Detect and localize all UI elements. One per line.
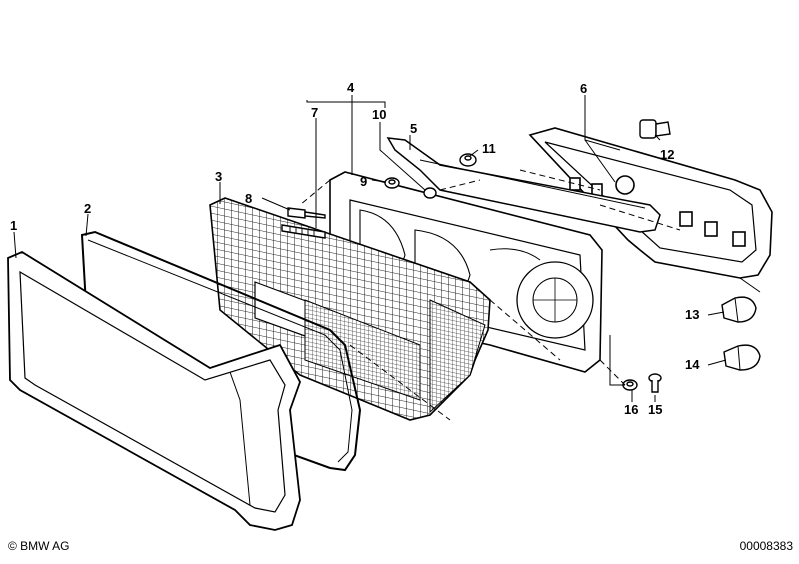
callout-2: 2	[84, 201, 91, 216]
part-10-washer	[423, 187, 437, 199]
callout-16: 16	[624, 402, 638, 417]
part-16-clip	[622, 379, 638, 391]
callout-1: 1	[10, 218, 17, 233]
part-13-bulb	[721, 296, 757, 323]
callout-8: 8	[245, 191, 252, 206]
callout-6: 6	[580, 81, 587, 96]
part-14-bulb	[723, 344, 761, 371]
callout-13: 13	[685, 307, 699, 322]
callout-10: 10	[372, 107, 386, 122]
part-6-housing	[528, 127, 773, 279]
leader-lines	[13, 95, 761, 421]
part-11-nut	[459, 153, 477, 167]
part-12-socket	[639, 119, 671, 139]
part-15-screw	[648, 373, 662, 393]
callout-11: 11	[482, 141, 496, 156]
part-7-screw	[281, 224, 326, 239]
callout-labels: 1 2 3 4 5 6 7 8 9 10 11 12 13 14 15 16	[10, 80, 700, 417]
callout-5: 5	[410, 121, 417, 136]
part-5-bracket	[386, 137, 661, 233]
diagram-code: 00008383	[739, 539, 793, 553]
callout-3: 3	[215, 169, 222, 184]
callout-9: 9	[360, 174, 367, 189]
callout-14: 14	[685, 357, 700, 372]
callout-12: 12	[660, 147, 674, 162]
part-1-frame	[7, 250, 301, 531]
part-9-nut	[384, 177, 400, 189]
callout-4: 4	[347, 80, 355, 95]
callout-15: 15	[648, 402, 662, 417]
callout-7: 7	[311, 105, 318, 120]
copyright-label: © BMW AG	[8, 539, 70, 553]
part-8-screw	[287, 207, 326, 219]
part-3-lens	[209, 197, 491, 421]
